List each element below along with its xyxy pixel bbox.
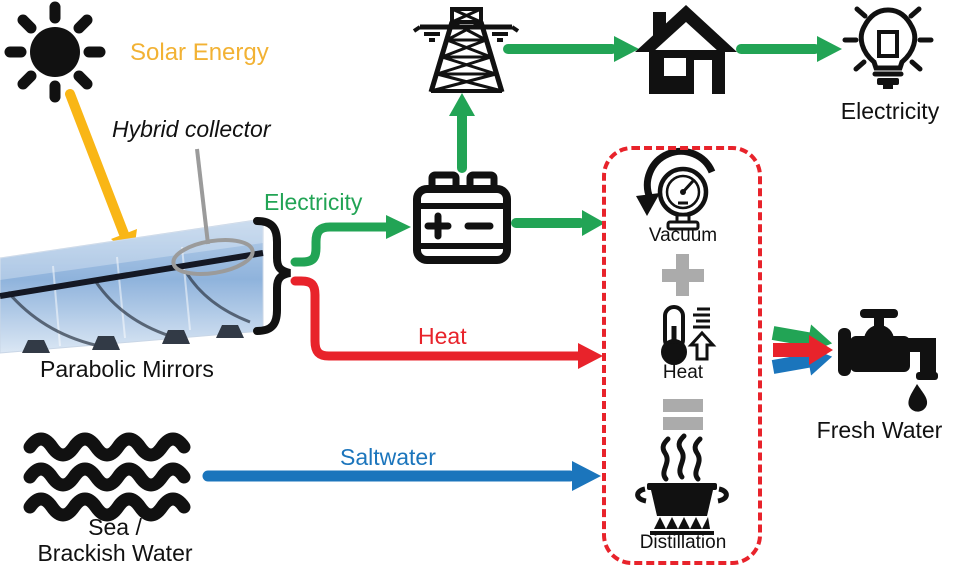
output-arrows (771, 324, 833, 376)
plus-icon (662, 254, 704, 296)
process-box (602, 146, 762, 565)
transmission-tower-icon (412, 7, 520, 93)
fresh-water-label: Fresh Water (816, 417, 943, 443)
electricity-out-label: Electricity (840, 98, 940, 124)
thermometer-icon (661, 305, 717, 365)
house-icon (635, 5, 737, 94)
parabolic-mirrors-label: Parabolic Mirrors (40, 356, 214, 382)
sea-water-label-line1: Sea / (88, 514, 142, 540)
battery-to-process-arrow (511, 210, 605, 236)
collector-callout (171, 148, 255, 276)
parabolic-mirrors-photo (0, 218, 264, 354)
house-to-bulb-arrow (736, 36, 842, 62)
sea-water-label-line2: Brackish Water (37, 540, 193, 566)
output-arrow-red (773, 335, 833, 365)
water-drop-icon (908, 384, 928, 412)
distillation-label: Distillation (639, 532, 727, 553)
heat-flow-label: Heat (418, 323, 467, 349)
distillation-pot-icon (635, 433, 729, 535)
solar-energy-label: Solar Energy (130, 39, 269, 66)
saltwater-arrow (202, 461, 601, 491)
battery-icon (413, 171, 511, 264)
equals-icon (663, 399, 703, 430)
saltwater-label: Saltwater (340, 444, 436, 470)
brace (253, 217, 291, 335)
hybrid-collector-label: Hybrid collector (112, 116, 271, 142)
vacuum-label: Vacuum (648, 225, 718, 246)
tower-to-house-arrow (503, 36, 639, 62)
vacuum-gauge-icon (636, 147, 716, 231)
faucet-icon (838, 309, 938, 412)
heat-elbow-arrow (290, 276, 603, 369)
electricity-in-label: Electricity (264, 189, 363, 215)
light-bulb-icon (842, 6, 934, 89)
heat-box-label: Heat (662, 362, 704, 383)
electricity-elbow-arrow (290, 215, 411, 267)
battery-to-grid-arrow (449, 93, 475, 173)
sun-icon (4, 1, 106, 103)
sea-waves-icon (23, 432, 191, 522)
